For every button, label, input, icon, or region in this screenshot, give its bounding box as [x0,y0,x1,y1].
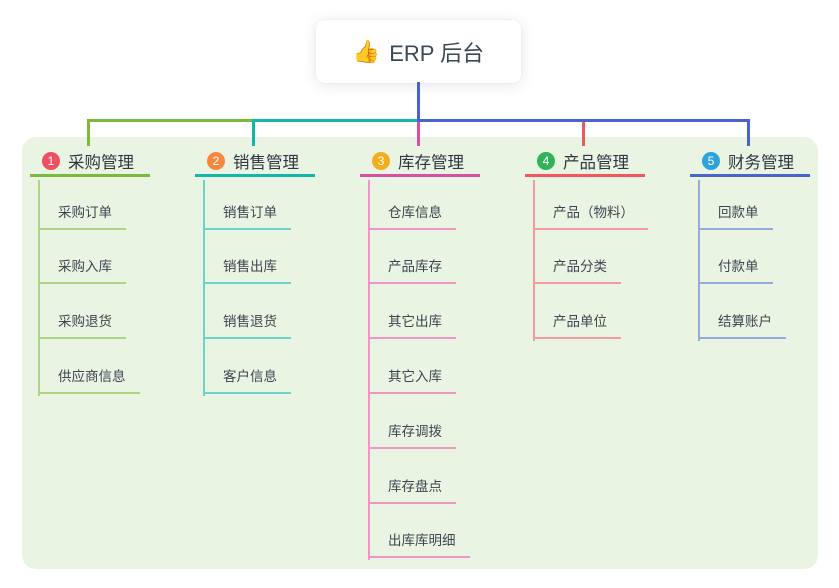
branch-1-item-4[interactable]: 供应商信息 [38,364,140,394]
branch-3-number-badge: 3 [372,151,390,170]
branch-4-title-label: 产品管理 [563,153,629,172]
branch-2-item-4[interactable]: 客户信息 [203,364,291,394]
branch-3-drop-line [417,119,420,146]
branch-2-spine-line [203,180,205,396]
branch-4-item-2[interactable]: 产品分类 [533,254,621,285]
branch-2-title-label: 销售管理 [233,153,299,172]
branch-2-drop-line [252,119,255,146]
branch-5-item-2[interactable]: 付款单 [698,254,773,285]
branch-1-number-badge: 1 [42,151,60,170]
branch-1-title-label: 采购管理 [68,153,134,172]
branch-4-drop-line [582,119,585,146]
root-node-erp[interactable]: 👍 ERP 后台 [316,20,521,83]
root-node-label: ERP 后台 [389,40,485,66]
branch-5-number-badge: 5 [702,151,720,170]
branch-4-item-1[interactable]: 产品（物料） [533,200,648,230]
branch-3-title[interactable]: 3 库存管理 [360,147,480,177]
branch-5-title[interactable]: 5 财务管理 [690,147,810,177]
thumbs-up-icon: 👍 [352,38,381,64]
branch-4-spine-line [533,180,535,342]
branch-3-item-3[interactable]: 其它出库 [368,309,456,340]
bus-segment-teal [252,119,420,122]
branch-4-number-badge: 4 [537,151,555,170]
branch-1-item-2[interactable]: 采购入库 [38,254,126,285]
branch-3-item-6[interactable]: 库存盘点 [368,474,456,504]
branches-panel [22,137,818,569]
branch-2-number-badge: 2 [207,151,225,170]
branch-3-item-4[interactable]: 其它入库 [368,364,456,394]
branch-3-item-1[interactable]: 仓库信息 [368,200,456,230]
branch-1-title[interactable]: 1 采购管理 [30,147,150,177]
branch-1-item-3[interactable]: 采购退货 [38,309,126,340]
branch-3-title-label: 库存管理 [398,153,464,172]
root-connector-line [417,82,420,122]
branch-2-item-2[interactable]: 销售出库 [203,254,291,285]
branch-4-title[interactable]: 4 产品管理 [525,147,645,177]
branch-1-spine-line [38,180,40,396]
branch-5-item-3[interactable]: 结算账户 [698,309,786,340]
branch-3-item-7[interactable]: 出库库明细 [368,528,470,559]
branch-5-title-label: 财务管理 [728,153,794,172]
branch-2-item-3[interactable]: 销售退货 [203,309,291,340]
branch-3-item-2[interactable]: 产品库存 [368,254,456,285]
branch-4-item-3[interactable]: 产品单位 [533,309,621,340]
branch-2-title[interactable]: 2 销售管理 [195,147,315,177]
branch-5-item-1[interactable]: 回款单 [698,200,773,230]
branch-5-drop-line [747,119,750,146]
branch-2-item-1[interactable]: 销售订单 [203,200,291,230]
branch-5-spine-line [698,180,700,342]
branch-1-item-1[interactable]: 采购订单 [38,200,126,230]
branch-1-drop-line [87,119,90,146]
branch-3-item-5[interactable]: 库存调拨 [368,419,456,449]
bus-segment-blue [417,119,750,122]
branch-3-spine-line [368,180,370,561]
